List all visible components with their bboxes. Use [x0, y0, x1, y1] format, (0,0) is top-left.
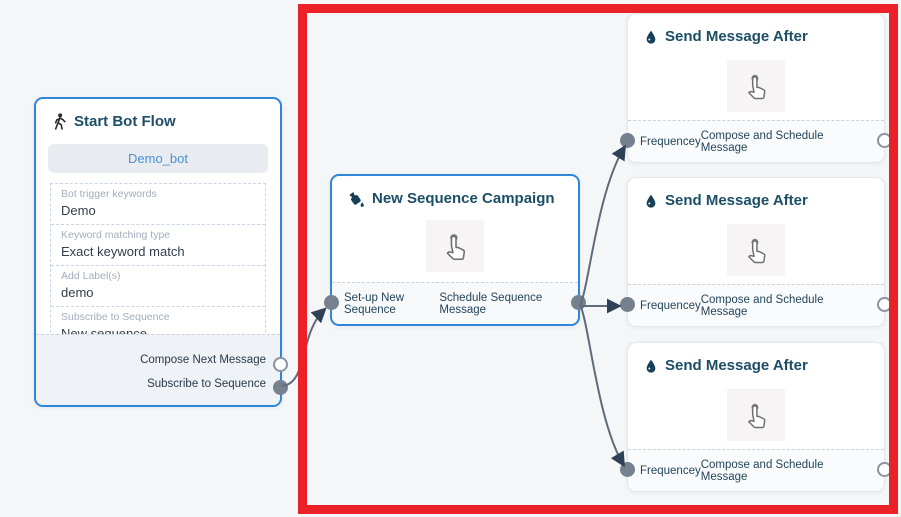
- water-drop-icon: [646, 194, 656, 208]
- field-add-labels: Add Label(s) demo: [51, 266, 265, 307]
- campaign-input-label: Set-up New Sequence: [344, 291, 405, 316]
- water-drop-icon: [646, 30, 656, 44]
- start-node-title: Start Bot Flow: [36, 99, 280, 136]
- node-new-sequence-campaign[interactable]: New Sequence Campaign Set-up New Sequenc…: [324, 174, 586, 326]
- field-label: Add Label(s): [61, 270, 121, 282]
- send-input-label: Frequencey: [640, 299, 701, 312]
- port-compose-and-schedule-message[interactable]: [877, 462, 892, 477]
- field-value: demo: [61, 285, 94, 300]
- send-node-title-label: Send Message After: [665, 192, 808, 209]
- tap-hand-icon: [748, 74, 766, 100]
- edge-schedule-to-send-3: [579, 304, 625, 468]
- send-node-footer: Frequencey Compose and Schedule Message: [628, 120, 884, 162]
- campaign-output-label: Schedule Sequence Message: [439, 291, 543, 316]
- node-send-message-after-1[interactable]: Send Message After Frequencey Compose an…: [620, 13, 892, 163]
- send-output-label: Compose and Schedule Message: [700, 458, 824, 483]
- send-output-label: Compose and Schedule Message: [700, 293, 824, 318]
- configure-tap-area[interactable]: [727, 389, 785, 441]
- field-label: Subscribe to Sequence: [61, 311, 170, 323]
- port-subscribe-to-sequence[interactable]: [273, 380, 288, 395]
- send-node-title-label: Send Message After: [665, 357, 808, 374]
- field-label: Bot trigger keywords: [61, 188, 157, 200]
- bot-name-pill[interactable]: Demo_bot: [48, 144, 268, 173]
- field-keyword-matching-type: Keyword matching type Exact keyword matc…: [51, 225, 265, 266]
- send-input-label: Frequencey: [640, 464, 701, 477]
- port-frequencey[interactable]: [620, 133, 635, 148]
- send-node-title-label: Send Message After: [665, 28, 808, 45]
- port-frequencey[interactable]: [620, 297, 635, 312]
- edge-schedule-to-send-1: [579, 144, 626, 306]
- tap-hand-icon: [748, 403, 766, 429]
- start-node-footer: Compose Next Message Subscribe to Sequen…: [36, 334, 280, 405]
- field-value: Demo: [61, 203, 96, 218]
- port-compose-and-schedule-message[interactable]: [877, 133, 892, 148]
- port-frequencey[interactable]: [620, 462, 635, 477]
- port-compose-and-schedule-message[interactable]: [877, 297, 892, 312]
- port-schedule-sequence-message[interactable]: [571, 295, 586, 310]
- campaign-node-title-label: New Sequence Campaign: [372, 190, 555, 207]
- configure-tap-area[interactable]: [727, 60, 785, 112]
- configure-tap-area[interactable]: [727, 224, 785, 276]
- water-drop-icon: [646, 359, 656, 373]
- tap-hand-icon: [446, 234, 466, 261]
- send-node-title: Send Message After: [628, 343, 884, 380]
- send-input-label: Frequencey: [640, 135, 701, 148]
- node-send-message-after-2[interactable]: Send Message After Frequencey Compose an…: [620, 177, 892, 327]
- start-node-fields: Bot trigger keywords Demo Keyword matchi…: [50, 183, 266, 348]
- output-subscribe-to-sequence-label: Subscribe to Sequence: [147, 378, 266, 390]
- send-output-label: Compose and Schedule Message: [700, 129, 824, 154]
- send-node-footer: Frequencey Compose and Schedule Message: [628, 449, 884, 491]
- port-compose-next-message[interactable]: [273, 357, 288, 372]
- campaign-node-title: New Sequence Campaign: [332, 176, 578, 213]
- send-node-title: Send Message After: [628, 178, 884, 215]
- ink-campaign-icon: [349, 191, 364, 207]
- output-compose-next-message-label: Compose Next Message: [140, 354, 266, 366]
- start-node-title-label: Start Bot Flow: [74, 113, 176, 130]
- edge-subscribe-to-setup: [281, 307, 327, 387]
- configure-tap-area[interactable]: [426, 220, 484, 272]
- walking-person-icon: [54, 113, 66, 130]
- send-node-footer: Frequencey Compose and Schedule Message: [628, 284, 884, 326]
- node-start-bot-flow[interactable]: Start Bot Flow Demo_bot Bot trigger keyw…: [34, 97, 288, 407]
- send-node-title: Send Message After: [628, 14, 884, 51]
- field-value: Exact keyword match: [61, 244, 185, 259]
- field-label: Keyword matching type: [61, 229, 171, 241]
- tap-hand-icon: [748, 238, 766, 264]
- node-send-message-after-3[interactable]: Send Message After Frequencey Compose an…: [620, 342, 892, 492]
- port-setup-new-sequence[interactable]: [324, 295, 339, 310]
- field-bot-trigger-keywords: Bot trigger keywords Demo: [51, 184, 265, 225]
- campaign-node-footer: Set-up New Sequence Schedule Sequence Me…: [332, 282, 578, 324]
